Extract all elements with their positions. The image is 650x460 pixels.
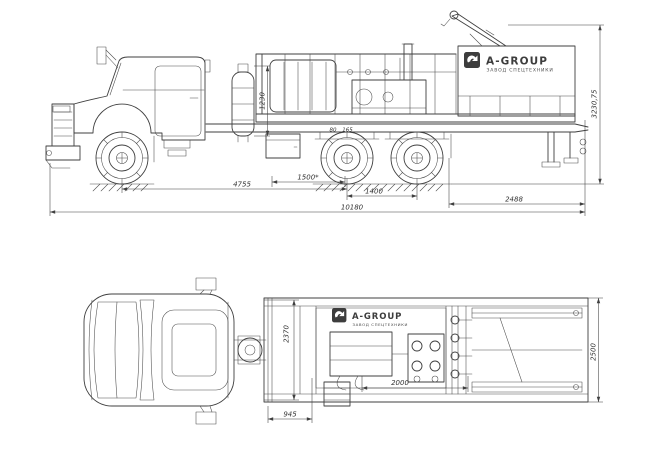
plan-view: A-GROUP ЗАВОД СПЕЦТЕХНИКИ 2370 2000 945 … <box>83 277 603 425</box>
manifold-block <box>407 333 445 383</box>
side-view: A-GROUP ЗАВОД СПЕЦТЕХНИКИ 4755 1500* 140… <box>45 10 604 216</box>
dim-frame-b: 165 <box>342 128 353 134</box>
brand-name: A-GROUP <box>486 56 548 68</box>
dim-tank-height: 1230 <box>259 92 267 110</box>
cargo-body <box>255 43 576 123</box>
pump-engine <box>351 79 427 115</box>
tail-lamp <box>579 147 587 155</box>
mirror <box>96 46 107 65</box>
windshield-plan <box>139 299 155 401</box>
dim-axle-spacing: 1400 <box>365 188 383 196</box>
roof-hatch <box>171 323 217 377</box>
dim-module-length: 2000 <box>391 379 409 387</box>
air-intake <box>204 59 211 73</box>
dimensions-side: 4755 1500* 1400 2488 10180 1230 3230,75 … <box>49 24 604 216</box>
dim-overall-height: 3230,75 <box>591 89 599 118</box>
rear-supports <box>541 131 587 168</box>
tail-lamp <box>579 138 587 146</box>
rear-wheel-1 <box>320 131 374 185</box>
logo-side: A-GROUP ЗАВОД СПЕЦТЕХНИКИ <box>464 52 554 74</box>
headboard <box>255 53 263 115</box>
hood <box>93 301 140 399</box>
cab-plan <box>83 277 267 425</box>
steps-plan <box>323 381 351 407</box>
brand-name: A-GROUP <box>352 312 402 322</box>
sheave <box>449 10 459 20</box>
tow-pin <box>46 150 52 156</box>
exhaust-stack <box>403 43 413 81</box>
grille <box>51 103 75 147</box>
cab-door <box>154 65 202 137</box>
dim-wheelbase: 4755 <box>233 181 251 189</box>
dim-overall-length: 10180 <box>341 204 364 212</box>
truck-cab <box>45 46 211 169</box>
brand-tagline: ЗАВОД СПЕЦТЕХНИКИ <box>487 68 554 74</box>
front-wheel <box>95 131 149 185</box>
headlight <box>52 105 71 113</box>
manifold-plan <box>450 305 583 395</box>
logo-plan: A-GROUP ЗАВОД СПЕЦТЕХНИКИ <box>332 308 409 327</box>
cylinder-bank <box>269 59 337 113</box>
dim-bogie-note: 1500* <box>297 174 319 182</box>
engine-plan <box>329 331 393 377</box>
chassis-frame <box>153 123 589 163</box>
mirror-plan <box>195 411 217 425</box>
dim-frame-a: 80 <box>330 128 337 134</box>
brand-tagline: ЗАВОД СПЕЦТЕХНИКИ <box>353 322 409 327</box>
dim-overall-width: 2500 <box>590 343 598 361</box>
tank-plan <box>237 335 263 365</box>
mirror-plan <box>195 277 217 291</box>
dim-front-gap: 945 <box>283 411 297 419</box>
dimensions-plan: 2370 2000 945 2500 <box>264 297 603 423</box>
folded-mast <box>440 10 507 47</box>
dim-rear-overhang: 2488 <box>505 196 523 204</box>
dim-body-width: 2370 <box>283 325 291 343</box>
ground-hatching <box>89 183 452 192</box>
vertical-tank <box>231 63 255 143</box>
a-group-logo-icon <box>464 52 480 68</box>
cab-step <box>163 139 191 149</box>
logo-panel <box>457 45 576 117</box>
front-bumper <box>45 145 81 161</box>
a-group-logo-icon <box>332 308 347 323</box>
rear-wheel-2 <box>390 131 444 185</box>
